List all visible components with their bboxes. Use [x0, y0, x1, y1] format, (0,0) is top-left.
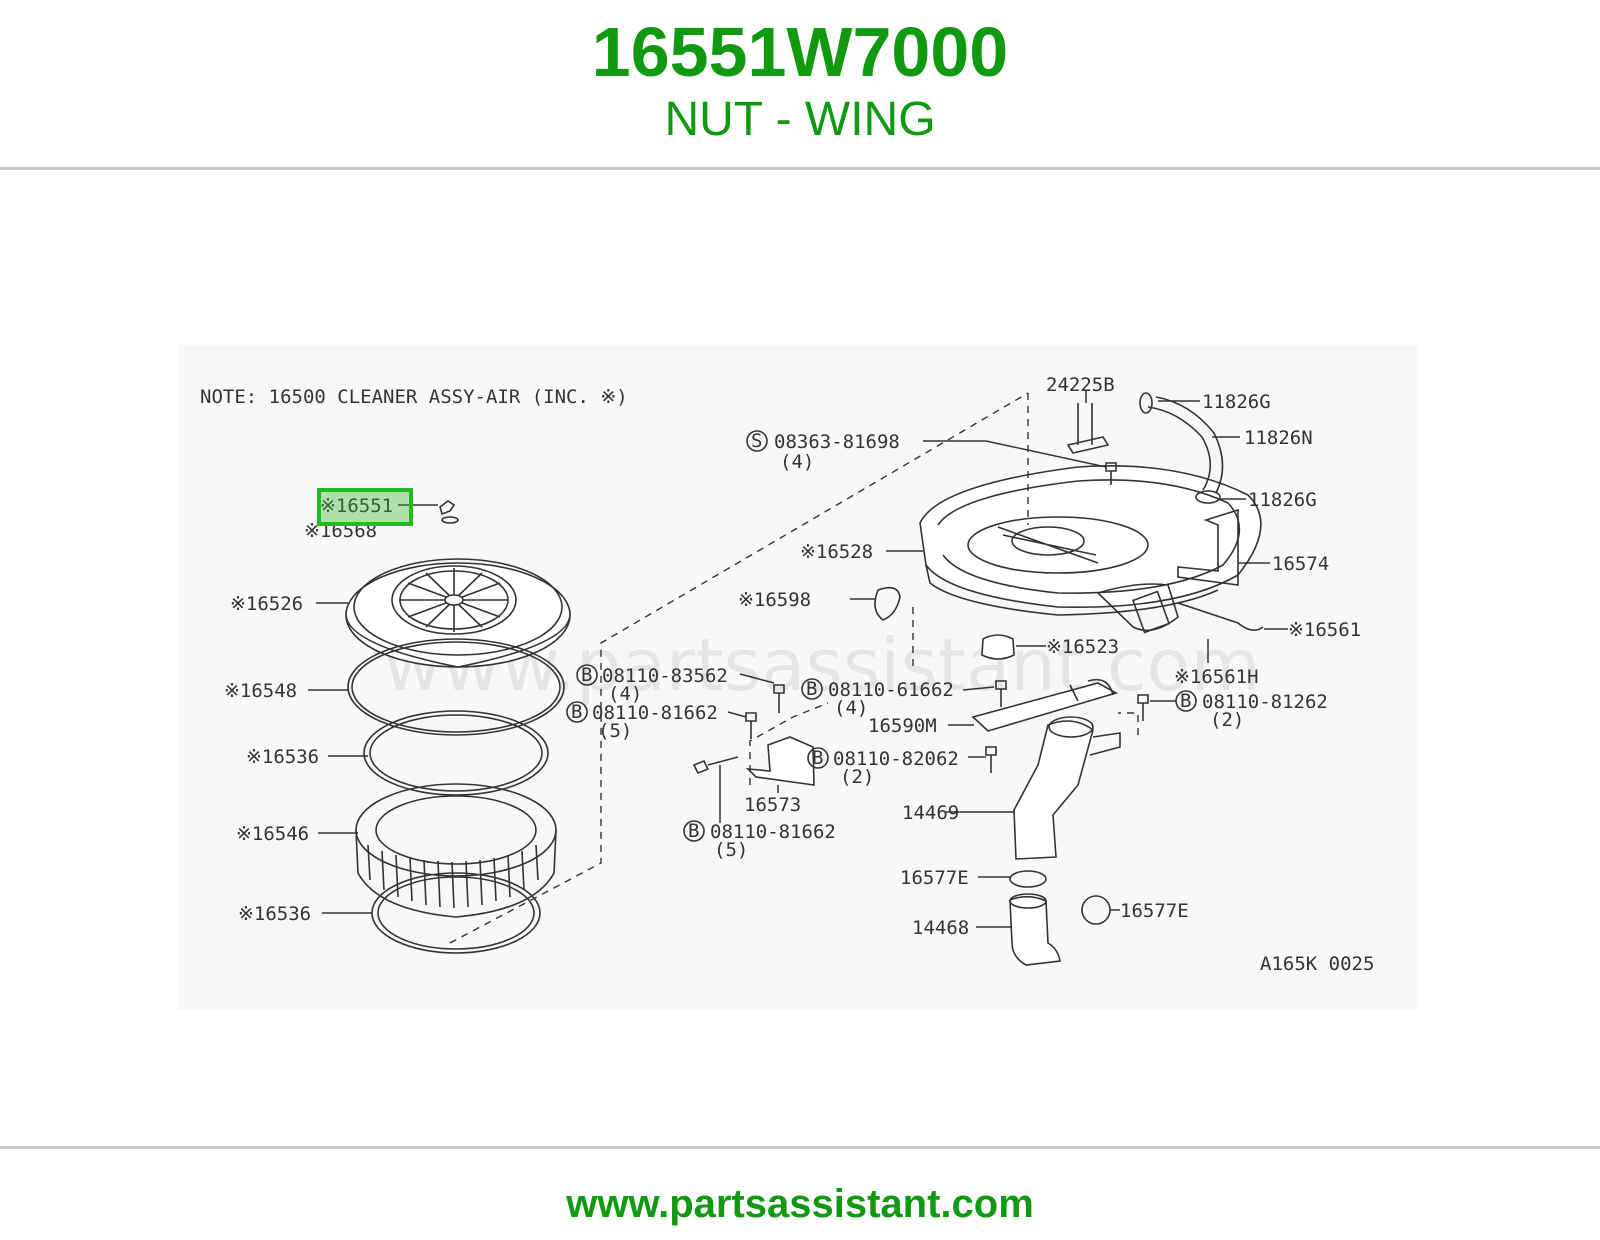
leader-08110-81662-a — [727, 711, 747, 718]
symbol-B-83562: B — [576, 664, 598, 686]
callout-08363-81698: 08363-81698 — [774, 431, 900, 453]
callout-11826G-bottom: 11826G — [1248, 489, 1317, 511]
callout-14469: 14469 — [902, 802, 959, 824]
leader-08363-b — [985, 440, 1107, 468]
svg-text:S: S — [751, 430, 762, 452]
callout-16561: ※16561 — [1288, 619, 1361, 641]
bracket-16574-drawing — [1177, 508, 1239, 586]
callout-16536-lower: ※16536 — [238, 903, 311, 925]
callout-08110-61662-qty: (4) — [834, 697, 868, 719]
callout-16577E-right: 16577E — [1120, 900, 1189, 922]
washer-drawing — [441, 516, 459, 524]
parts-diagram: www.partsassistant.com NOTE: 16500 CLEAN… — [178, 345, 1418, 1010]
symbol-B-81662b: B — [683, 820, 705, 842]
callout-11826N: 11826N — [1244, 427, 1313, 449]
callout-16536-upper: ※16536 — [246, 746, 319, 768]
callout-14468: 14468 — [912, 917, 969, 939]
callout-16561H: ※16561H — [1174, 666, 1259, 688]
callout-11826G-top: 11826G — [1202, 391, 1271, 413]
hose-11826N-drawing — [1139, 392, 1224, 504]
callout-08110-83562-qty: (4) — [608, 683, 642, 705]
footer-url-link[interactable]: www.partsassistant.com — [566, 1182, 1034, 1226]
cover-drawing — [345, 558, 571, 668]
symbol-B-61662: B — [801, 678, 823, 700]
callout-08110-81662-upper-qty: (5) — [598, 720, 632, 742]
header-divider — [0, 167, 1600, 170]
symbol-B-81262: B — [1175, 690, 1197, 712]
svg-text:B: B — [1180, 690, 1191, 712]
part-number-title: 16551W7000 — [591, 13, 1009, 91]
svg-text:B: B — [688, 820, 699, 842]
leader-08110-61662 — [962, 686, 995, 691]
callout-08110-81662-lower-qty: (5) — [714, 839, 748, 861]
callout-08110-81662-lower: 08110-81662 — [710, 821, 836, 843]
bracket-24225B-drawing — [1066, 403, 1110, 454]
wing-nut-drawing — [439, 500, 456, 516]
part-name-subtitle: NUT - WING — [664, 93, 936, 146]
callout-08110-81662-upper: 08110-81662 — [592, 702, 718, 724]
svg-text:B: B — [571, 701, 582, 723]
assembly-dashed-line — [449, 392, 1029, 944]
gasket-upper-drawing — [363, 710, 549, 796]
callout-16590M: 16590M — [868, 715, 937, 737]
highlight-box-16551[interactable] — [317, 488, 413, 526]
callout-08110-82062-qty: (2) — [840, 766, 874, 788]
diagram-note: NOTE: 16500 CLEANER ASSY-AIR (INC. ※) — [200, 386, 628, 408]
symbol-S-08363: S — [746, 430, 768, 452]
callout-16528: ※16528 — [800, 541, 873, 563]
gasket-lower-drawing — [371, 872, 541, 954]
footer-divider — [0, 1146, 1600, 1149]
filter-element-drawing — [355, 783, 557, 918]
callout-16526: ※16526 — [230, 593, 303, 615]
callout-24225B: 24225B — [1046, 374, 1115, 396]
parts-diagram-svg: www.partsassistant.com NOTE: 16500 CLEAN… — [200, 374, 1374, 975]
callout-16551: ※16551 — [320, 495, 393, 517]
callout-16546: ※16546 — [236, 823, 309, 845]
bracket-16573-drawing — [745, 736, 815, 786]
symbol-B-81662a: B — [566, 701, 588, 723]
dashed-right-bracket — [1118, 712, 1139, 735]
bolt-drawings — [692, 462, 1149, 775]
duct-14468-drawing — [1009, 893, 1061, 966]
callout-16598: ※16598 — [738, 589, 811, 611]
clip-16598-drawing — [874, 586, 901, 621]
callout-08110-81262-qty: (2) — [1210, 709, 1244, 731]
seal-ring-drawing — [347, 638, 565, 736]
figure-code: A165K 0025 — [1260, 953, 1374, 975]
callout-16573: 16573 — [744, 794, 801, 816]
callout-08363-qty: (4) — [780, 451, 814, 473]
svg-text:B: B — [812, 747, 823, 769]
callout-08110-61662: 08110-61662 — [828, 679, 954, 701]
svg-text:B: B — [806, 678, 817, 700]
callout-08110-83562: 08110-83562 — [602, 665, 728, 687]
callout-08110-82062: 08110-82062 — [833, 748, 959, 770]
housing-drawing — [919, 465, 1262, 634]
dashed-bracket-link — [749, 702, 829, 785]
callout-08110-81262: 08110-81262 — [1202, 691, 1328, 713]
symbol-B-82062: B — [807, 747, 829, 769]
grommet-16523-drawing — [981, 634, 1015, 660]
callout-16577E-left: 16577E — [900, 867, 969, 889]
rod-16561-drawing — [1177, 602, 1264, 631]
duct-14469-drawing — [1013, 716, 1121, 860]
leader-08110-83562 — [739, 673, 775, 684]
callout-16574: 16574 — [1272, 553, 1329, 575]
bracket-16590M-drawing — [971, 678, 1119, 732]
svg-text:B: B — [581, 664, 592, 686]
callout-16523: ※16523 — [1046, 636, 1119, 658]
callout-16548: ※16548 — [224, 680, 297, 702]
